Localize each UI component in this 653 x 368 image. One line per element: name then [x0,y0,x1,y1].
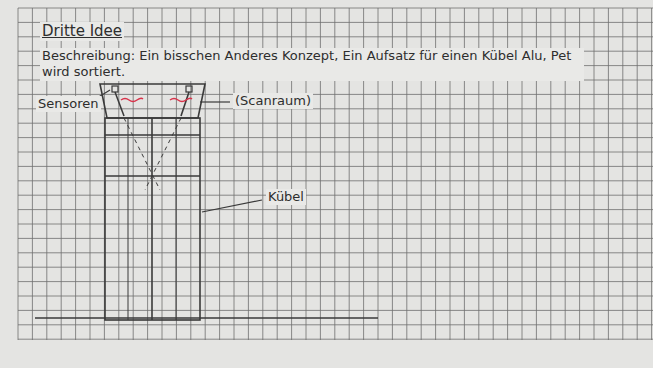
grid-line [18,8,19,340]
grid-line [18,209,653,210]
scan-mark [170,98,192,101]
heading: Dritte Idee [40,22,124,41]
inner-line [128,118,129,320]
leader-line [200,101,230,102]
sensor [112,86,118,92]
grid-line [18,324,653,325]
grid-line [32,8,33,340]
grid-line [18,8,653,9]
grid-paper [18,8,653,340]
bucket-body [105,118,200,320]
grid-line [651,8,652,340]
grid-line [608,8,609,340]
sensor [186,86,192,92]
part-label: Kübel [266,189,306,205]
grid-line [18,252,653,253]
grid-line [18,123,653,124]
grid-line [18,310,653,311]
leader-line [202,200,262,212]
description: Beschreibung: Ein bisschen Anderes Konze… [40,48,584,81]
attachment-outline [100,84,205,118]
sensor-ray [181,92,189,116]
scan-mark [121,98,143,101]
grid-line [18,339,653,340]
grid-line [594,8,595,340]
part-label: (Scanraum) [233,93,313,109]
center-line [151,118,153,320]
grid-line [18,281,653,282]
red-marks [121,98,192,101]
grid-line [622,8,623,340]
grid-line [18,296,653,297]
part-label: Sensoren [36,96,101,112]
grid-line [18,108,653,109]
bucket-sketch [35,84,378,320]
grid-line [18,267,653,268]
grid-line [18,180,653,181]
grid-line [18,224,653,225]
grid-line [18,166,653,167]
sensor-ray [115,92,124,116]
grid-line [18,195,653,196]
scan-rays [124,118,181,190]
base-line [35,317,378,319]
inner-line [176,118,177,320]
grid-line [18,94,653,95]
grid-line [18,238,653,239]
grid-line [18,137,653,138]
grid-line [18,152,653,153]
grid-line [637,8,638,340]
